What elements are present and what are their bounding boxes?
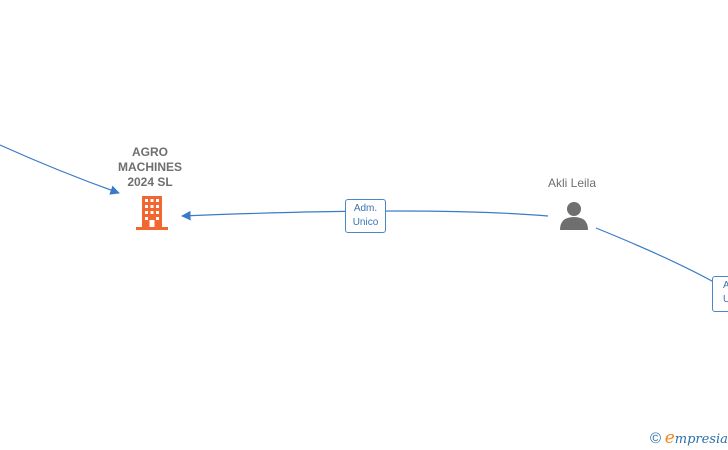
edge-label-adm-unico[interactable]: Adm. Unico [345, 199, 386, 233]
edge-offscreen-to-company [0, 144, 120, 195]
edge-label-line2: Ur [723, 294, 728, 305]
brand-initial: e [664, 428, 675, 448]
person-icon[interactable] [558, 200, 590, 230]
company-label[interactable]: AGRO MACHINES 2024 SL [117, 145, 182, 189]
person-label[interactable]: Akli Leila [547, 176, 597, 190]
brand-name: mpresia [674, 432, 728, 447]
edge-label-line1: A [723, 280, 728, 291]
edge-person-to-company [181, 210, 549, 221]
copyright-icon: © [650, 430, 662, 447]
edge-label-offscreen[interactable]: A Ur [712, 276, 728, 312]
building-icon[interactable] [136, 196, 168, 230]
edge-offscreen-to-person [595, 227, 728, 291]
edge-label-line2: Unico [352, 217, 379, 228]
edge-label-line1: Adm. [353, 203, 378, 214]
footer-brand[interactable]: © empresia [650, 428, 728, 448]
